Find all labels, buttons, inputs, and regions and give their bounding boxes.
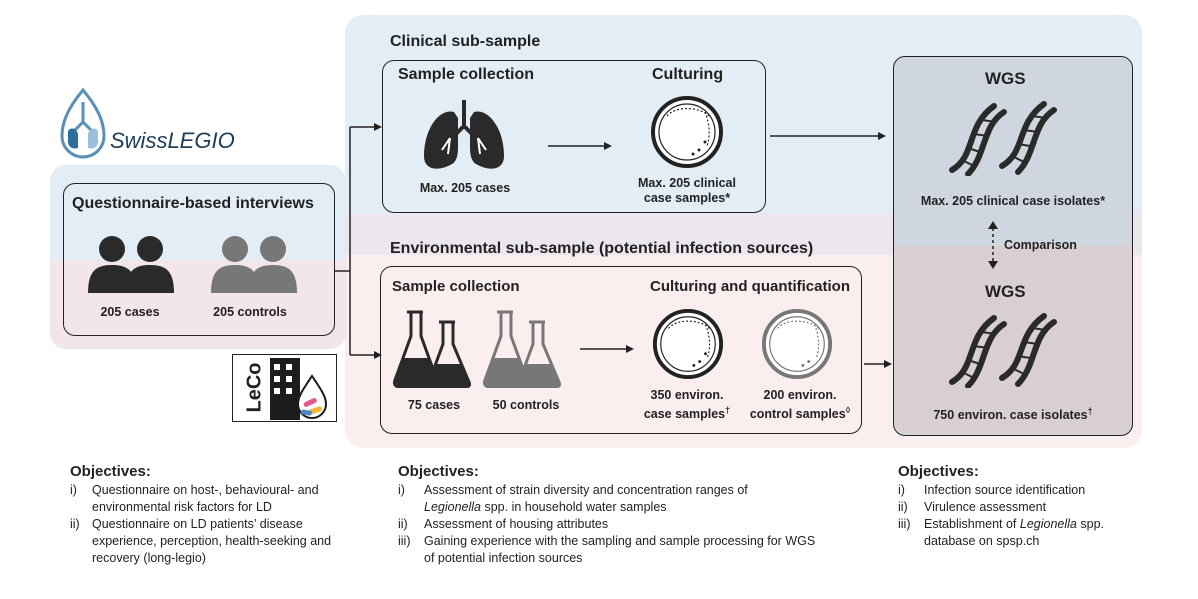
env-cases-label: 75 cases xyxy=(407,398,461,412)
controls-people-icon xyxy=(211,236,297,293)
controls-flasks-icon xyxy=(483,310,561,388)
leco-building-icon xyxy=(270,358,328,420)
clinical-collection-title: Sample collection xyxy=(398,66,535,83)
objectives-right-item-3-italic: Legionella xyxy=(1019,517,1077,531)
objectives-mid-item-2-num: ii) xyxy=(398,517,408,531)
clinical-band-title: Clinical sub-sample xyxy=(390,33,541,50)
leco-logo-text: LeCo xyxy=(243,362,266,413)
clinical-arrow xyxy=(548,142,612,150)
objectives-right-heading: Objectives: xyxy=(898,463,979,480)
env-collection-title: Sample collection xyxy=(392,278,520,295)
objectives-mid-item-1-a: Assessment of strain diversity and conce… xyxy=(424,483,748,497)
objectives-right: Objectives: i) Infection source identifi… xyxy=(898,463,1138,550)
objectives-right-item-1: i) Infection source identification xyxy=(898,482,1138,499)
wgs-bottom-title: WGS xyxy=(985,282,1026,301)
objectives-right-item-2: ii) Virulence assessment xyxy=(898,499,1138,516)
env-case-samples-mark: † xyxy=(725,405,731,415)
clinical-to-wgs-arrow xyxy=(770,132,886,140)
env-case-samples-line2: case samples xyxy=(643,407,726,422)
objectives-right-item-3-num: iii) xyxy=(898,517,911,531)
comparison-arrow xyxy=(988,221,998,269)
wgs-env-isolates-mark: † xyxy=(1087,406,1093,416)
objectives-left-heading: Objectives: xyxy=(70,463,151,480)
clinical-box xyxy=(382,60,766,213)
env-to-wgs-arrow xyxy=(864,360,892,368)
objectives-left-item-1-text: Questionnaire on host-, behavioural- and… xyxy=(92,483,319,514)
objectives-mid-item-3-text: Gaining experience with the sampling and… xyxy=(424,534,816,565)
swisslegio-logo-text: SwissLEGIO xyxy=(110,128,235,153)
wgs-env-isolates-text: 750 environ. case isolates xyxy=(933,408,1088,423)
questionnaire-cases-label: 205 cases xyxy=(100,305,160,319)
objectives-left-item-1: i) Questionnaire on host-, behavioural- … xyxy=(70,482,350,516)
env-control-petri-dish-icon xyxy=(761,308,833,380)
clinical-samples-line2: case samples* xyxy=(643,191,731,205)
env-case-petri-dish-icon xyxy=(652,308,724,380)
objectives-left-item-1-num: i) xyxy=(70,483,77,497)
objectives-mid-item-3-num: iii) xyxy=(398,534,411,548)
env-case-samples-line1: 350 environ. xyxy=(650,388,724,402)
env-arrow xyxy=(580,345,634,353)
clinical-samples-line1: Max. 205 clinical xyxy=(638,176,736,190)
clinical-cases-label: Max. 205 cases xyxy=(419,181,511,195)
env-control-samples-line2: control samples xyxy=(749,407,846,422)
questionnaire-box xyxy=(63,183,335,336)
objectives-mid-item-2: ii) Assessment of housing attributes xyxy=(398,516,828,533)
objectives-mid-item-1-text: Assessment of strain diversity and conce… xyxy=(424,482,828,516)
env-case-samples-label: 350 environ. case samples† xyxy=(628,388,746,422)
objectives-right-item-3: iii) Establishment of Legionella spp. da… xyxy=(898,516,1138,550)
objectives-right-item-2-num: ii) xyxy=(898,500,908,514)
branch-arrows xyxy=(335,123,382,359)
cases-people-icon xyxy=(88,236,174,293)
objectives-mid-item-3: iii) Gaining experience with the samplin… xyxy=(398,533,828,567)
env-control-samples-label: 200 environ. control samples◊ xyxy=(740,388,860,422)
lungs-icon xyxy=(424,100,504,169)
questionnaire-title: Questionnaire-based interviews xyxy=(72,195,314,212)
wgs-clinical-isolates-label: Max. 205 clinical case isolates* xyxy=(920,194,1106,208)
objectives-mid-item-1: i) Assessment of strain diversity and co… xyxy=(398,482,828,516)
wgs-env-isolates-label: 750 environ. case isolates† xyxy=(895,404,1131,423)
swisslegio-logo-icon xyxy=(60,88,106,159)
objectives-mid-item-1-num: i) xyxy=(398,483,405,497)
clinical-samples-label: Max. 205 clinical case samples* xyxy=(622,176,752,206)
cases-flasks-icon xyxy=(393,310,471,388)
clinical-petri-dish-icon xyxy=(651,96,723,168)
env-control-samples-mark: ◊ xyxy=(845,405,851,415)
env-controls-label: 50 controls xyxy=(492,398,560,412)
objectives-right-item-3-b: spp. database on spsp.ch xyxy=(924,517,1104,548)
wgs-box-lower-tint xyxy=(894,246,1132,435)
objectives-left: Objectives: i) Questionnaire on host-, b… xyxy=(70,463,350,567)
objectives-left-item-2: ii) Questionnaire on LD patients’ diseas… xyxy=(70,516,350,567)
dna-environmental-icon xyxy=(949,313,1057,388)
env-culturing-title: Culturing and quantification xyxy=(650,278,850,295)
clinical-culturing-title: Culturing xyxy=(652,66,724,83)
objectives-mid-item-1-italic: Legionella xyxy=(424,500,481,514)
objectives-right-item-2-text: Virulence assessment xyxy=(924,500,1047,514)
objectives-right-item-1-text: Infection source identification xyxy=(924,483,1086,497)
objectives-left-item-2-text: Questionnaire on LD patients’ disease ex… xyxy=(92,517,332,565)
objectives-right-item-1-num: i) xyxy=(898,483,905,497)
env-control-samples-line1: 200 environ. xyxy=(763,388,837,402)
objectives-right-item-3-text: Establishment of Legionella spp. databas… xyxy=(924,516,1138,550)
environmental-band-title: Environmental sub-sample (potential infe… xyxy=(390,240,814,257)
objectives-mid-item-2-text: Assessment of housing attributes xyxy=(424,517,609,531)
objectives-left-item-2-num: ii) xyxy=(70,517,80,531)
objectives-mid-heading: Objectives: xyxy=(398,463,479,480)
questionnaire-band xyxy=(50,165,346,349)
objectives-mid-item-1-b: spp. in household water samples xyxy=(481,500,667,514)
objectives-right-item-3-a: Establishment of xyxy=(924,517,1020,531)
wgs-top-title: WGS xyxy=(985,69,1026,88)
dna-clinical-icon xyxy=(949,101,1057,176)
comparison-label: Comparison xyxy=(1004,238,1077,252)
environmental-box xyxy=(380,266,862,434)
objectives-middle: Objectives: i) Assessment of strain dive… xyxy=(398,463,828,567)
questionnaire-controls-label: 205 controls xyxy=(213,305,287,319)
